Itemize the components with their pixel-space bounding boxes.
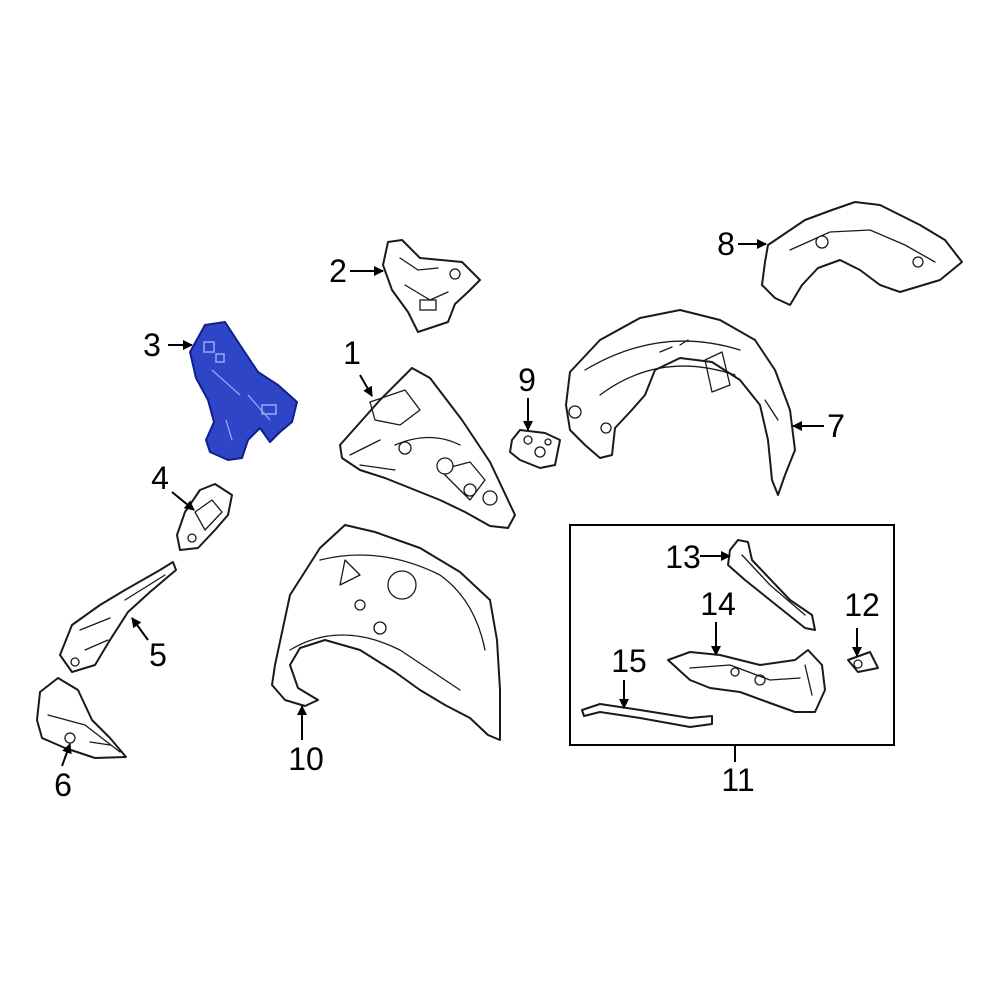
callout-12: 12 [844,587,880,623]
callout-1: 1 [343,335,361,371]
part-4-bracket[interactable] [176,483,233,551]
part-5-rail[interactable] [59,561,177,673]
part-8-upper-bracket[interactable] [761,201,963,306]
part-9-bracket[interactable] [509,429,561,469]
part-1-inner-panel[interactable] [339,367,516,529]
part-6-panel[interactable] [36,677,127,759]
callout-11: 11 [721,762,754,798]
part-7-wheelhouse-liner[interactable] [565,309,796,496]
part-14-reinforcement[interactable] [667,649,826,713]
callout-8: 8 [717,226,735,262]
part-12-clip[interactable] [847,651,879,673]
part-10-wheelhouse-outer[interactable] [271,524,501,741]
part-2-bracket[interactable] [382,239,481,333]
callout-5: 5 [149,637,167,673]
callout-13: 13 [665,539,701,575]
callout-14: 14 [700,586,736,622]
callout-3: 3 [143,327,161,363]
callout-15: 15 [611,643,647,679]
callout-2: 2 [329,253,347,289]
callout-9: 9 [518,362,536,398]
part-13-strip[interactable] [727,539,816,631]
kit-box-11 [569,524,895,746]
leader-lines [61,239,862,767]
part-3-reinforcement-highlighted[interactable] [189,321,298,461]
callout-7: 7 [827,408,845,444]
callout-10: 10 [288,741,324,777]
callout-4: 4 [151,460,169,496]
callout-6: 6 [54,767,72,803]
part-15-seal[interactable] [581,703,713,728]
